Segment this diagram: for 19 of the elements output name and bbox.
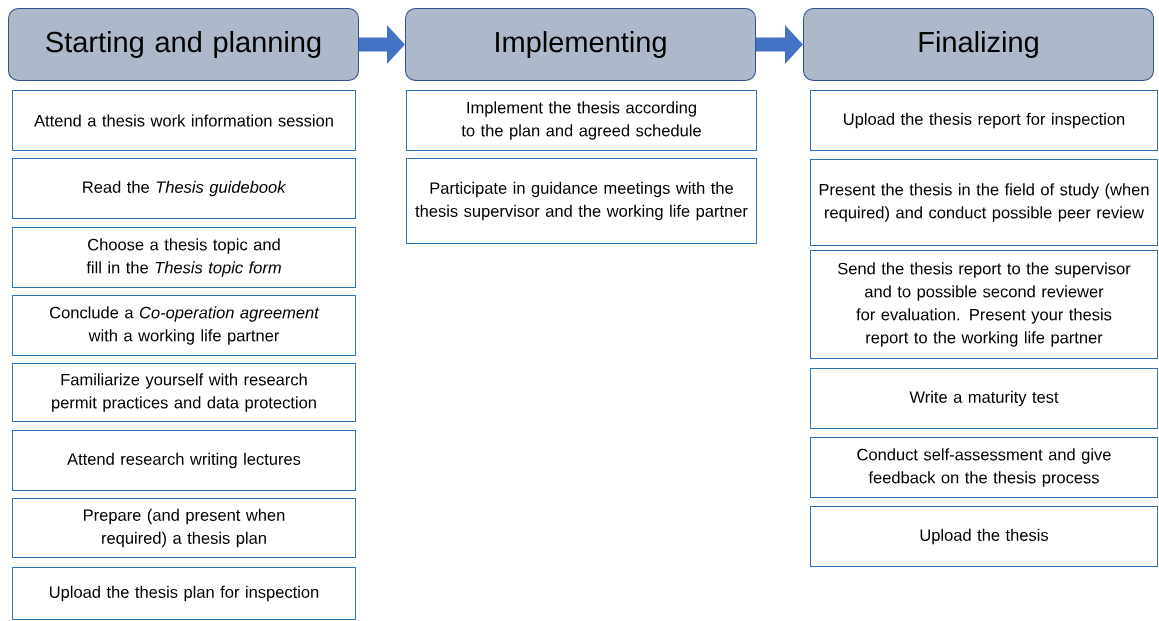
task-box: Participate in guidance meetings with the thesis supervisor and the working life partner [406, 158, 757, 244]
task-box: Read the Thesis guidebook [12, 158, 356, 219]
task-box: Send the thesis report to the supervisor and to possible second reviewer for evaluation. Present your thesis report to the working life partner [810, 250, 1158, 359]
stage-header: Starting and planning [8, 8, 359, 81]
task-box: Upload the thesis plan for inspection [12, 567, 356, 620]
task-box: Implement the thesis according to the plan and agreed schedule [406, 90, 757, 151]
task-box: Familiarize yourself with research permit practices and data protection [12, 363, 356, 422]
stage-header: Finalizing [803, 8, 1154, 81]
task-box: Attend research writing lectures [12, 430, 356, 491]
stage-header: Implementing [405, 8, 756, 81]
task-box: Attend a thesis work information session [12, 90, 356, 151]
task-box: Write a maturity test [810, 368, 1158, 429]
task-box: Present the thesis in the field of study (when required) and conduct possible peer review [810, 159, 1158, 246]
task-box: Conclude a Co-operation agreement with a working life partner [12, 295, 356, 356]
task-box: Prepare (and present when required) a thesis plan [12, 498, 356, 558]
task-box: Conduct self-assessment and give feedback on the thesis process [810, 437, 1158, 498]
task-box: Choose a thesis topic and fill in the Thesis topic form [12, 227, 356, 288]
task-box: Upload the thesis report for inspection [810, 90, 1158, 151]
task-box: Upload the thesis [810, 506, 1158, 567]
